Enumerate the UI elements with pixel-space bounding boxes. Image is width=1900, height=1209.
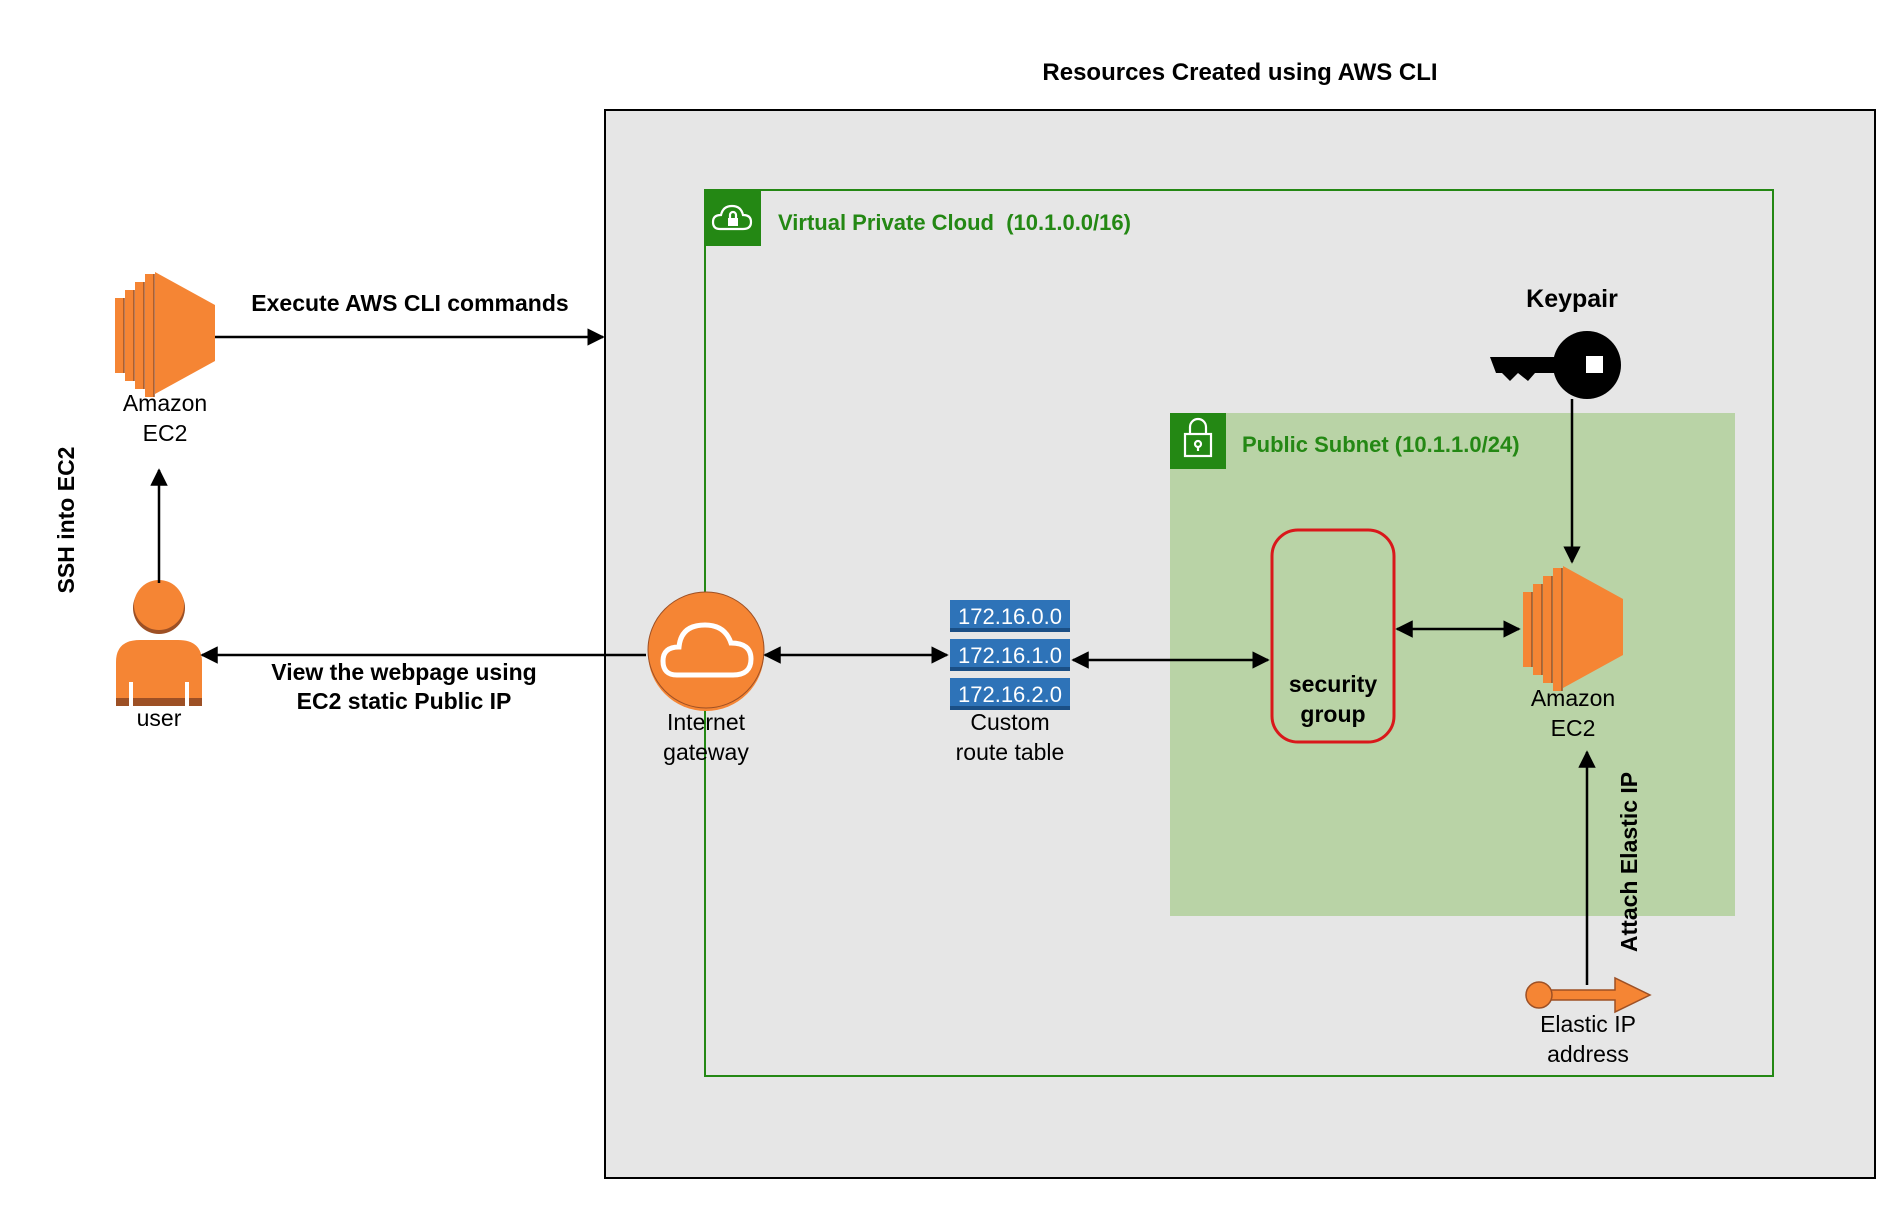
- route-entry-text: 172.16.1.0: [958, 643, 1062, 668]
- route-table-icon: 172.16.0.0 172.16.1.0 172.16.2.0: [950, 600, 1070, 710]
- internet-gateway-label-line1: Internet: [667, 709, 746, 735]
- ec2-right-label-line1: Amazon: [1531, 685, 1615, 711]
- ec2-left-icon: [115, 272, 215, 397]
- route-table-label-line2: route table: [956, 739, 1065, 765]
- public-subnet-group: Public Subnet (10.1.1.0/24): [1170, 413, 1735, 916]
- edge-view-label-line2: EC2 static Public IP: [297, 688, 512, 714]
- vpc-label: Virtual Private Cloud (10.1.0.0/16): [778, 210, 1131, 235]
- elastic-ip-label-line2: address: [1547, 1041, 1629, 1067]
- elastic-ip-label-line1: Elastic IP: [1540, 1011, 1636, 1037]
- edge-attach-eip-label: Attach Elastic IP: [1616, 772, 1642, 952]
- vpc-cloud-lock-icon: [711, 204, 753, 231]
- public-subnet-label: Public Subnet (10.1.1.0/24): [1242, 432, 1520, 457]
- elastic-ip-icon: [1525, 976, 1652, 1014]
- route-entry-text: 172.16.2.0: [958, 682, 1062, 707]
- security-group-label-line1: security: [1289, 671, 1377, 697]
- ec2-right-icon: [1523, 566, 1623, 691]
- internet-gateway-label-line2: gateway: [663, 739, 749, 765]
- diagram-title: Resources Created using AWS CLI: [1042, 59, 1437, 86]
- key-icon: [1490, 331, 1621, 399]
- ec2-right-label-line2: EC2: [1551, 715, 1596, 741]
- public-subnet-boundary: [1170, 413, 1735, 916]
- ec2-left-label-line1: Amazon: [123, 390, 207, 416]
- edge-view-label-line1: View the webpage using: [271, 659, 536, 685]
- route-entry-text: 172.16.0.0: [958, 604, 1062, 629]
- route-table-label-line1: Custom: [970, 709, 1049, 735]
- user-icon: [116, 580, 202, 706]
- security-group-boundary: [1270, 528, 1396, 744]
- route-entry: 172.16.1.0: [950, 639, 1070, 671]
- keypair-label: Keypair: [1526, 285, 1618, 313]
- security-group-label-line2: group: [1300, 701, 1365, 727]
- subnet-lock-icon: [1183, 417, 1213, 458]
- route-entry: 172.16.2.0: [950, 678, 1070, 710]
- edge-ssh-label: SSH into EC2: [53, 447, 79, 594]
- edge-execute-cli-label: Execute AWS CLI commands: [251, 290, 568, 316]
- route-entry: 172.16.0.0: [950, 600, 1070, 632]
- ec2-left-label-line2: EC2: [143, 420, 188, 446]
- user-label: user: [137, 705, 182, 731]
- internet-gateway-icon: [647, 591, 765, 711]
